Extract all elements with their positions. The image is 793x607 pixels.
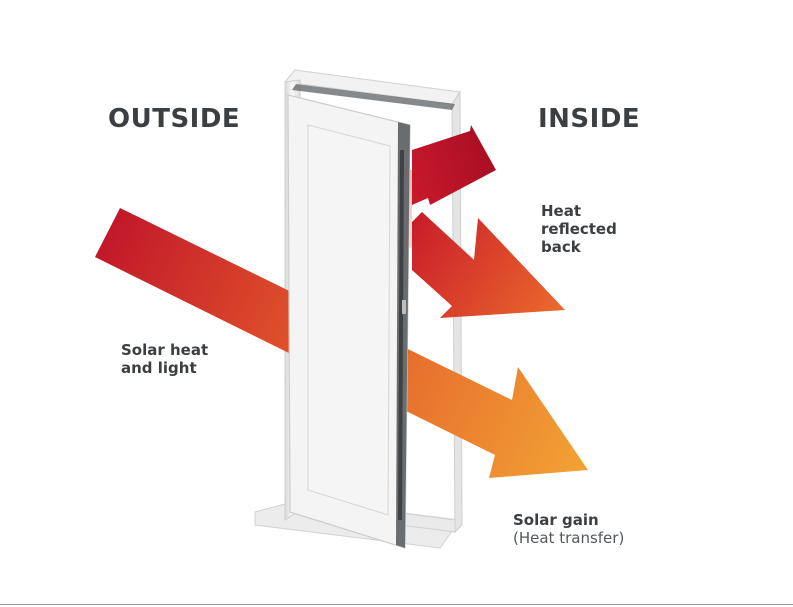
incoming-heat-arrow (412, 125, 496, 205)
solar-gain-label: Solar gain (Heat transfer) (513, 511, 673, 547)
outside-heading: OUTSIDE (108, 104, 241, 134)
solar-heat-line-2: and light (121, 359, 197, 377)
reflected-heat-arrow (412, 212, 565, 318)
bottom-divider (0, 604, 793, 605)
window-sash (287, 84, 455, 549)
heat-reflected-line-3: back (541, 238, 581, 256)
solar-heat-line-1: Solar heat (121, 341, 209, 359)
solar-gain-title: Solar gain (513, 511, 599, 529)
heat-reflected-line-2: reflected (541, 220, 617, 238)
inside-heading: INSIDE (538, 104, 641, 134)
heat-reflected-label: Heat reflected back (541, 202, 661, 256)
solar-gain-subtitle: (Heat transfer) (513, 529, 625, 547)
solar-heat-label: Solar heat and light (121, 341, 261, 377)
heat-reflected-line-1: Heat (541, 202, 582, 220)
